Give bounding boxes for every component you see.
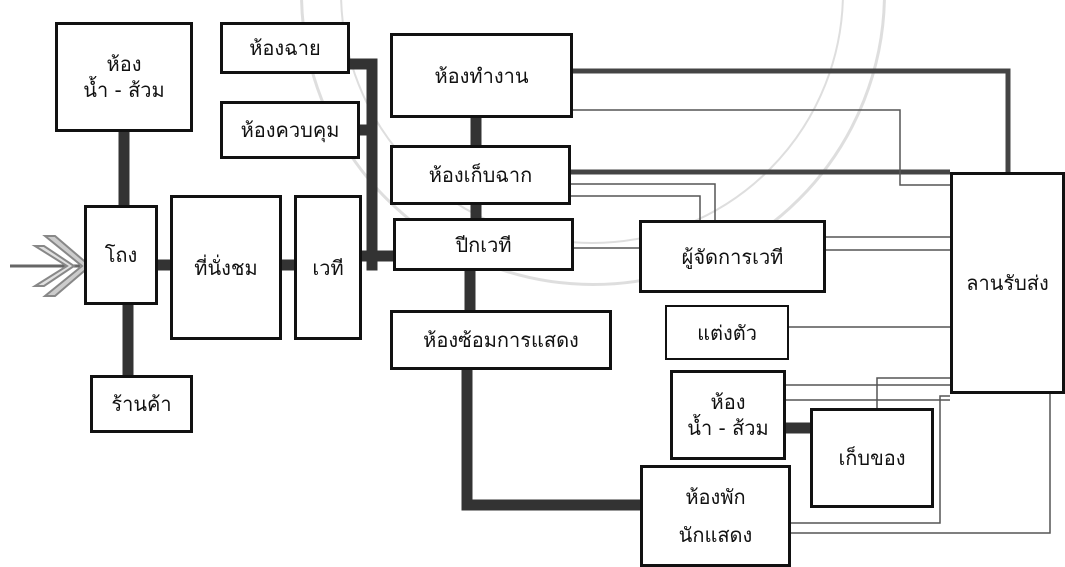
room-scenery-storage: ห้องเก็บฉาก bbox=[390, 145, 571, 205]
room-shop: ร้านค้า bbox=[90, 375, 193, 433]
link-storage-manager-b bbox=[568, 195, 701, 220]
room-stage-manager: ผู้จัดการเวที bbox=[639, 220, 826, 293]
room-stage: เวที bbox=[294, 195, 362, 340]
room-toilet-back: ห้อง น้ำ - ส้วม bbox=[670, 370, 786, 460]
room-office: ห้องทำงาน bbox=[390, 33, 573, 118]
link-office-yard-thin bbox=[572, 109, 950, 186]
room-control: ห้องควบคุม bbox=[220, 101, 360, 159]
room-auditorium: ที่นั่งชม bbox=[170, 195, 282, 340]
room-wing: ปีกเวที bbox=[393, 218, 574, 271]
room-storage: เก็บของ bbox=[810, 408, 934, 508]
room-toilet-front: ห้อง น้ำ - ส้วม bbox=[55, 22, 193, 132]
link-rest-yard-a bbox=[790, 395, 950, 524]
room-rehearsal: ห้องซ้อมการแสดง bbox=[390, 310, 612, 370]
room-lobby: โถง bbox=[84, 205, 158, 305]
room-performer-rest: ห้องพัก นักแสดง bbox=[640, 465, 791, 567]
room-loading-yard: ลานรับส่ง bbox=[950, 172, 1065, 394]
room-makeup: แต่งตัว bbox=[665, 305, 789, 360]
link-storage-manager-a bbox=[568, 183, 716, 220]
link-projection-spine bbox=[343, 58, 378, 271]
link-rehearsal-rest bbox=[461, 364, 646, 511]
link-office-yard bbox=[572, 68, 1011, 172]
entrance-arrow-icon bbox=[10, 235, 92, 297]
link-rest-yard-b bbox=[790, 393, 1051, 534]
room-projection: ห้องฉาย bbox=[220, 22, 350, 74]
link-storage-yard-thin bbox=[876, 377, 950, 408]
